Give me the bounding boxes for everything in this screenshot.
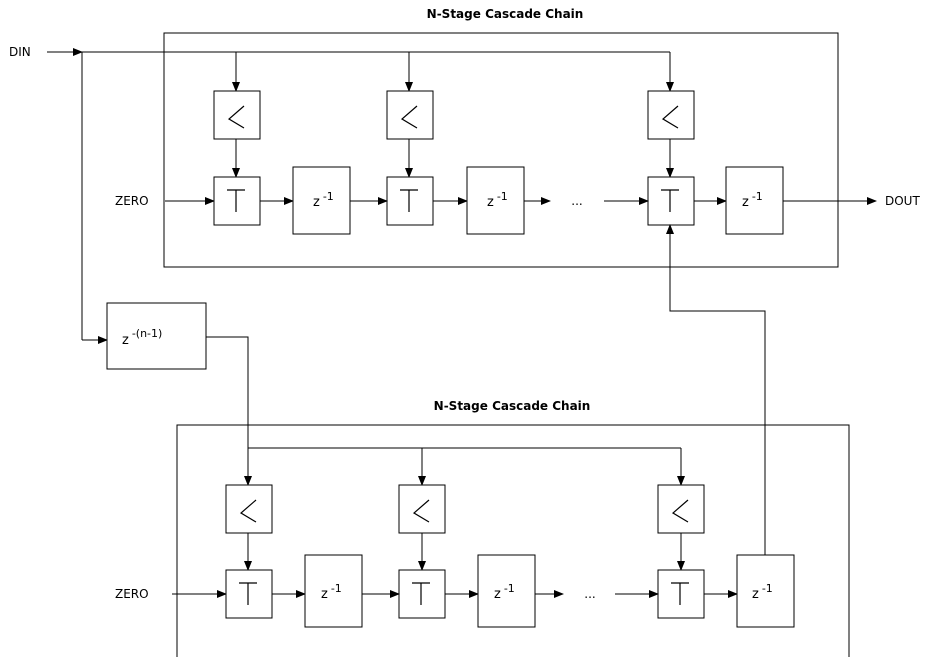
feedback-wire: [666, 224, 766, 555]
top-adder-1: [213, 176, 261, 226]
top-delay-2: z-1: [466, 166, 525, 235]
bottom-chain-frame: [176, 424, 850, 657]
dout-label: DOUT: [885, 194, 920, 208]
bottom-ellipsis: ...: [584, 587, 595, 601]
tee-icon: [412, 582, 430, 605]
tee-icon: [671, 582, 689, 605]
tee-icon: [400, 189, 418, 212]
angle-icon: [227, 105, 245, 129]
pre-delay-out-wire: [206, 336, 249, 448]
angle-icon: [239, 499, 257, 523]
bottom-delay-3: z-1: [736, 554, 795, 628]
bottom-adder-2: [398, 569, 446, 619]
bottom-adder-3: [657, 569, 705, 619]
svg-text:z-1: z-1: [321, 582, 342, 602]
bottom-delay-1: z-1: [304, 554, 363, 628]
angle-icon: [400, 105, 418, 129]
bottom-multiplier-2: [398, 484, 446, 534]
top-multiplier-2: [386, 90, 434, 140]
top-chain-frame: [163, 32, 839, 268]
top-multiplier-1: [213, 90, 261, 140]
top-multiplier-3: [647, 90, 695, 140]
pre-delay-box: z-(n-1): [106, 302, 207, 370]
top-ellipsis: ...: [571, 194, 582, 208]
svg-text:z-1: z-1: [487, 190, 508, 210]
tee-icon: [239, 582, 257, 605]
top-delay-3: z-1: [725, 166, 784, 235]
angle-icon: [661, 105, 679, 129]
top-zero-label: ZERO: [115, 194, 149, 208]
bottom-chain-title: N-Stage Cascade Chain: [434, 399, 591, 413]
svg-text:z-(n-1): z-(n-1): [122, 327, 162, 348]
top-adder-3: [647, 176, 695, 226]
angle-icon: [671, 499, 689, 523]
tee-icon: [227, 189, 245, 212]
top-adder-2: [386, 176, 434, 226]
angle-icon: [412, 499, 430, 523]
svg-text:z-1: z-1: [752, 582, 773, 602]
tee-icon: [661, 189, 679, 212]
svg-text:z-1: z-1: [313, 190, 334, 210]
bottom-zero-label: ZERO: [115, 587, 149, 601]
top-delay-1: z-1: [292, 166, 351, 235]
top-chain-title: N-Stage Cascade Chain: [427, 7, 584, 21]
bottom-multiplier-1: [225, 484, 273, 534]
bottom-delay-2: z-1: [477, 554, 536, 628]
svg-text:z-1: z-1: [742, 190, 763, 210]
svg-text:z-1: z-1: [494, 582, 515, 602]
bottom-adder-1: [225, 569, 273, 619]
din-label: DIN: [9, 45, 31, 59]
bottom-multiplier-3: [657, 484, 705, 534]
